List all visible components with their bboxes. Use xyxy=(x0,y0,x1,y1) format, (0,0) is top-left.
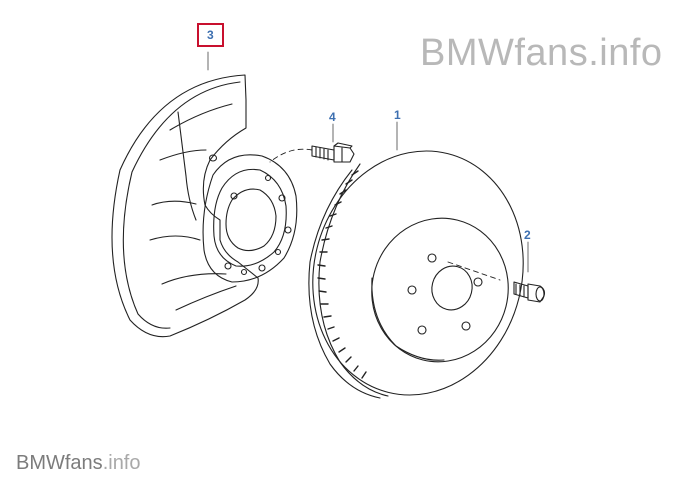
callout-part-3-selected[interactable]: 3 xyxy=(197,23,224,47)
callout-part-4[interactable]: 4 xyxy=(329,110,336,124)
callout-part-1[interactable]: 1 xyxy=(394,108,401,122)
hex-bolt-part-4[interactable] xyxy=(311,142,355,163)
watermark-top-right: BMWfans.info xyxy=(420,32,663,74)
dust-shield-part-3[interactable] xyxy=(111,74,298,338)
watermark-bottom-main: BMWfans xyxy=(16,452,103,474)
screw-2-leader-dashed xyxy=(447,261,501,281)
watermark-bottom-suffix: .info xyxy=(102,452,141,474)
watermark-bottom-left: BMWfans.info xyxy=(16,452,141,475)
cap-screw-part-2[interactable] xyxy=(513,281,546,303)
brake-disc-part-1[interactable] xyxy=(287,128,548,417)
label-leader-lines xyxy=(207,51,529,273)
bolt-4-leader-dashed xyxy=(269,148,313,163)
callout-part-2[interactable]: 2 xyxy=(524,228,531,242)
